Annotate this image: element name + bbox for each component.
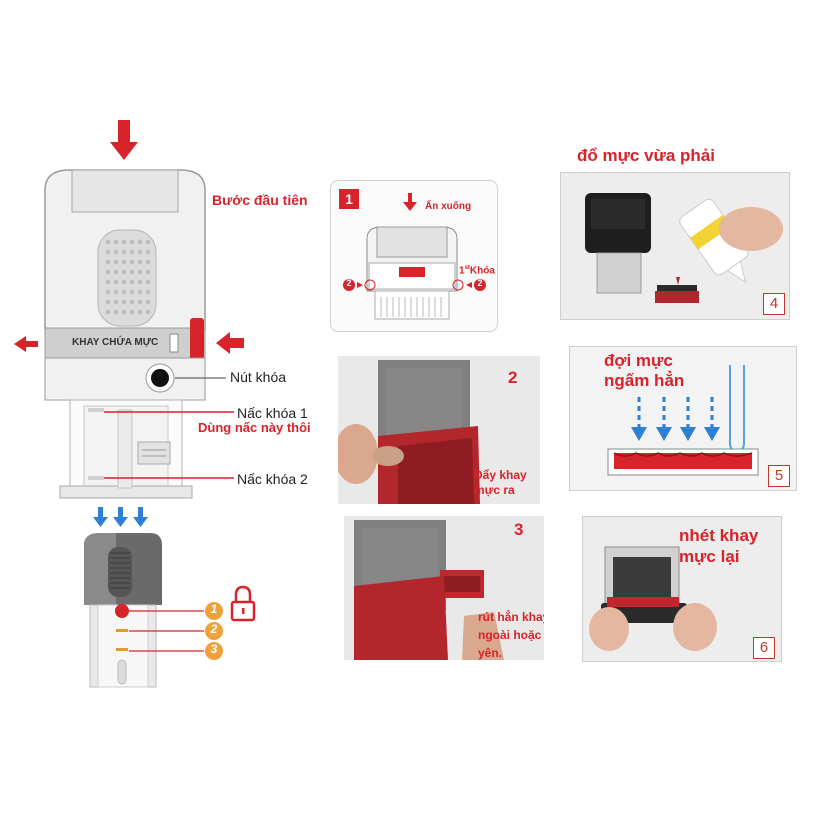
main-stamp-illustration <box>14 120 244 499</box>
step3-photo <box>344 516 544 660</box>
step6-caption: nhét khay mực lại <box>679 526 759 566</box>
step1-lock-sup: st <box>464 265 470 271</box>
position-1-number: 1 <box>210 602 218 616</box>
lock-icon <box>230 585 256 622</box>
step4-photo <box>561 173 789 319</box>
step6-photo <box>583 517 781 661</box>
step1-number-badge: 1 <box>339 189 359 209</box>
step1-number: 1 <box>345 191 353 207</box>
step1-left-num: 2 <box>346 278 352 288</box>
step1-lock-text: Khóa <box>469 265 495 277</box>
pull-left-arrow-icon <box>14 336 38 352</box>
step4-panel: 4 <box>560 172 790 320</box>
step1-lock-prefix: 1 <box>459 265 465 277</box>
step1-down-arrow-icon <box>403 193 417 211</box>
step2-number: 2 <box>508 368 518 387</box>
step4-number: 4 <box>763 293 785 315</box>
down-arrows-icon <box>93 507 148 527</box>
step3-panel: 3 rút hẳn khay ra ngoài hoặc để yên. <box>344 516 544 660</box>
step5-caption: đợi mực ngấm hẳn <box>604 351 685 390</box>
tray-label: KHAY CHỨA MỰC <box>72 337 159 348</box>
step2-photo <box>338 356 540 504</box>
lock-notch-2-label: Nấc khóa 2 <box>237 471 308 487</box>
use-notch-note: Dùng nấc này thôi <box>198 420 311 435</box>
step2-caption: Đẩy khay mực ra <box>474 468 527 497</box>
step6-panel: nhét khay mực lại 6 <box>582 516 782 662</box>
step6-number: 6 <box>753 637 775 659</box>
step5-down-arrows-icon <box>631 427 720 441</box>
push-left-arrow-icon <box>216 332 244 354</box>
step4-caption: đổ mực vừa phải <box>577 146 715 165</box>
step2-panel: 2 Đẩy khay mực ra <box>338 356 540 504</box>
step1-right-num: 2 <box>477 278 483 288</box>
step5-illustration <box>570 347 796 490</box>
step1-panel: 1 Ấn xuống 1stKhóa 2 2 <box>330 180 498 332</box>
step5-number: 5 <box>768 465 790 487</box>
step3-number: 3 <box>514 520 524 539</box>
step1-lock-label: 1stKhóa <box>459 265 495 276</box>
lock-positions-illustration <box>84 507 256 688</box>
step1-illustration <box>343 193 486 320</box>
lock-notch-1-label: Nấc khóa 1 <box>237 405 308 421</box>
position-3-number: 3 <box>210 642 218 656</box>
press-down-arrow-icon <box>110 120 138 160</box>
lock-button-label: Nút khóa <box>230 369 287 385</box>
position-2-number: 2 <box>210 622 218 636</box>
first-step-label: Bước đầu tiên <box>212 192 308 208</box>
step5-panel: đợi mực ngấm hẳn 5 <box>569 346 797 491</box>
main-stamp-diagram <box>0 110 330 510</box>
lock-positions-diagram: 1 2 3 <box>80 505 280 695</box>
position-badges <box>205 602 223 660</box>
step3-caption: rút hẳn khay ra ngoài hoặc để yên. <box>478 610 544 660</box>
step1-press-label: Ấn xuống <box>425 201 472 212</box>
